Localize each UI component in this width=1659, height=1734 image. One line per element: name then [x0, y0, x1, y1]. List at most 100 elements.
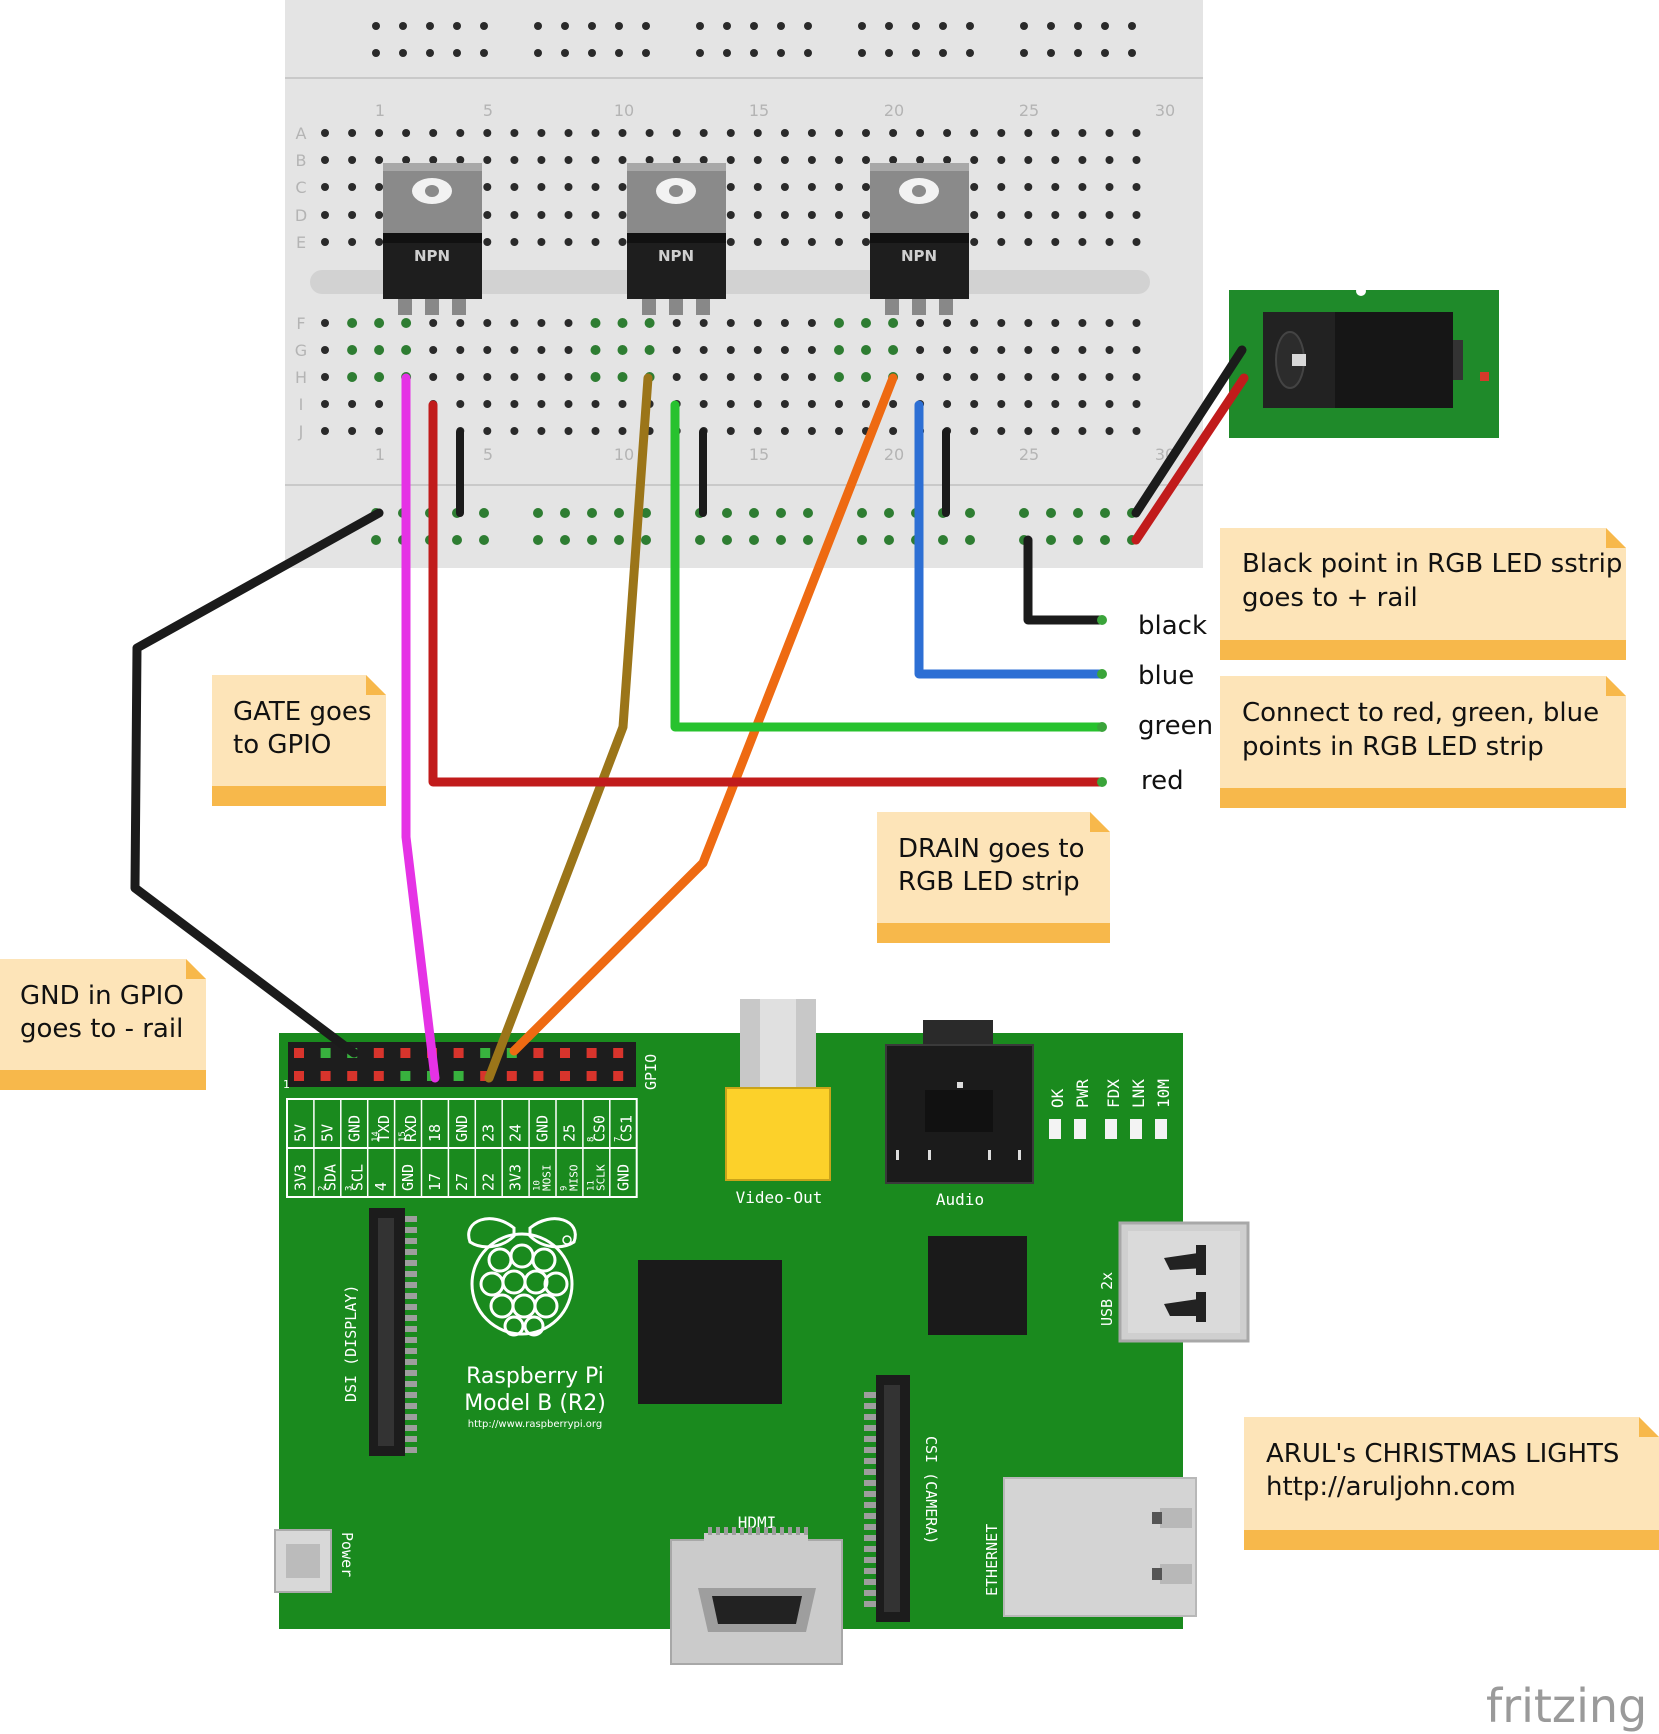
breadboard-hole [835, 400, 843, 408]
breadboard-hole [347, 372, 358, 382]
breadboard-hole [753, 319, 762, 327]
breadboard-hole [780, 238, 789, 246]
breadboard-hole [997, 373, 1006, 381]
column-number: 25 [1019, 101, 1039, 120]
breadboard-hole [456, 129, 465, 137]
breadboard-hole [1132, 400, 1141, 408]
led-fdx [1105, 1119, 1117, 1139]
hdmi-pin [764, 1527, 768, 1535]
breadboard-hole [997, 183, 1006, 191]
column-number: 25 [1019, 445, 1039, 464]
breadboard-hole [699, 400, 708, 408]
breadboard-hole [943, 373, 952, 381]
breadboard-hole [483, 129, 492, 137]
rail-hole [804, 22, 812, 30]
breadboard-hole [429, 346, 438, 354]
pin-one-marker: 1 [283, 1078, 290, 1091]
breadboard-hole [672, 373, 681, 381]
breadboard-hole [1024, 319, 1033, 327]
breadboard-hole [321, 400, 329, 408]
pin-label: 27 [453, 1173, 471, 1191]
rail-hole [588, 49, 596, 57]
pin-label: MISO [568, 1165, 581, 1192]
breadboard-hole [591, 400, 600, 408]
rail-hole [479, 535, 489, 545]
rail-hole [857, 535, 867, 545]
transistor-3: NPN [870, 163, 969, 315]
black-wire-to-strip [1023, 535, 1107, 625]
breadboard-hole [537, 427, 546, 435]
breadboard-hole [510, 129, 519, 137]
hdmi-pin [788, 1527, 792, 1535]
connector-tooth [864, 1403, 876, 1409]
breadboard-hole [1105, 238, 1114, 246]
breadboard-hole [564, 400, 573, 408]
breadboard-hole [483, 346, 492, 354]
led-10m [1155, 1119, 1167, 1139]
breadboard-hole [347, 345, 358, 355]
rail-hole [399, 22, 407, 30]
breadboard-hole [1105, 427, 1114, 435]
connector-tooth [864, 1502, 876, 1508]
breadboard-hole [1078, 427, 1087, 435]
breadboard-hole [375, 211, 384, 219]
breadboard-hole [970, 400, 979, 408]
breadboard-hole [997, 238, 1006, 246]
pin-label: RXD [402, 1115, 420, 1142]
column-number: 1 [375, 101, 385, 120]
connector-tooth [864, 1524, 876, 1530]
csi-connector: CSI (CAMERA) [876, 1375, 940, 1622]
breadboard-hole [1078, 319, 1087, 327]
breadboard-hole [510, 319, 519, 327]
breadboard-hole [835, 211, 843, 219]
breadboard-hole [1105, 129, 1114, 137]
breadboard-hole [861, 345, 871, 355]
breadboard-hole [1132, 129, 1141, 137]
note-gate-line1: GATE goes [233, 697, 371, 727]
led-label-ok: OK [1048, 1088, 1067, 1108]
breadboard-hole [916, 346, 925, 354]
breadboard-hole [807, 156, 816, 164]
breadboard-hole [753, 183, 762, 191]
breadboard-hole [1105, 183, 1114, 191]
breadboard-hole [590, 318, 601, 328]
rail-hole [749, 508, 759, 518]
breadboard-hole [537, 400, 546, 408]
led-label-lnk: LNK [1129, 1079, 1148, 1108]
gpio-pin [506, 1071, 517, 1081]
pin-label: 25 [561, 1124, 579, 1142]
breadboard-hole [429, 129, 438, 137]
breadboard-hole [321, 129, 329, 137]
note-credit-line1: ARUL's CHRISTMAS LIGHTS [1266, 1439, 1619, 1469]
row-letter: H [295, 368, 307, 387]
breadboard-hole [1051, 319, 1060, 327]
column-number: 30 [1155, 101, 1175, 120]
breadboard-hole [321, 373, 329, 381]
connector-tooth [864, 1392, 876, 1398]
connector-tooth [864, 1568, 876, 1574]
row-letter: B [296, 151, 307, 170]
note-connect-rgb: Connect to red, green, blue points in RG… [1220, 676, 1626, 808]
dc-jack-black-wire [1131, 345, 1247, 518]
breadboard-hole [1132, 238, 1141, 246]
rail-hole [723, 49, 731, 57]
breadboard-hole [1078, 400, 1087, 408]
drain-wire-orange [509, 373, 898, 1056]
breadboard-hole [321, 427, 329, 435]
breadboard-hole [537, 183, 546, 191]
pin-sub-label: 10 [533, 1180, 543, 1191]
breadboard-hole [970, 129, 979, 137]
breadboard-hole [997, 400, 1006, 408]
breadboard-hole [726, 183, 735, 191]
rail-hole [722, 508, 732, 518]
rail-hole [912, 49, 920, 57]
breadboard-hole [348, 427, 357, 435]
breadboard-hole [375, 156, 384, 164]
column-number: 10 [614, 445, 634, 464]
connector-tooth [405, 1293, 417, 1299]
rail-hole [1074, 22, 1082, 30]
connector-tooth [864, 1414, 876, 1420]
breadboard-hole [1078, 211, 1087, 219]
column-number: 20 [884, 445, 904, 464]
